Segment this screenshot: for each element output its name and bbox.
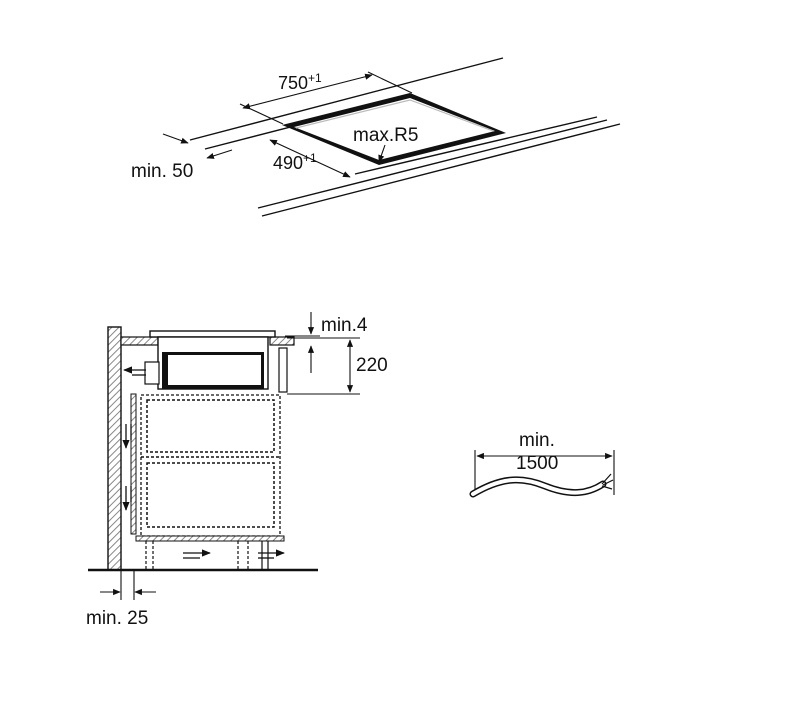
cable-wire-3 (601, 485, 613, 490)
section-view (88, 326, 318, 572)
airflow-arrow-icon (122, 424, 132, 449)
plinth-board (135, 535, 285, 542)
cabinet-back-panel (130, 393, 137, 535)
width-label: 750+1 (278, 71, 322, 93)
airflow-arrow-icon (122, 486, 132, 511)
cable-wire-1 (601, 473, 612, 485)
section-depth-label: 220 (356, 355, 388, 376)
cable-inner (471, 477, 605, 496)
airflow-arrows (122, 366, 285, 559)
countertop-lower-edge-1 (257, 119, 608, 209)
hob-body-lower-inner (168, 355, 261, 385)
wall-gap-label: min. 25 (86, 608, 148, 629)
cabinet-outline (140, 394, 281, 537)
dimension-lines-top (162, 71, 413, 178)
radius-leader (378, 144, 386, 163)
airflow-arrow-icon (258, 549, 285, 559)
dim-750-arrow (242, 73, 373, 110)
airflow-arrow-icon (183, 549, 211, 559)
corner-radius-label: max.R5 (353, 125, 418, 146)
hob-vent-left (144, 361, 160, 385)
wall (107, 326, 122, 571)
worktop-right (269, 336, 295, 346)
cutout-inner-shadow (295, 99, 494, 132)
cable-icon (469, 450, 615, 498)
drawer-upper (146, 399, 275, 453)
hob-side-panel-right (278, 347, 288, 393)
depth-label: 490+1 (273, 151, 317, 173)
dim-750-ext-right (367, 71, 413, 94)
cable-wire-2 (602, 479, 614, 486)
dim-50-arrow-right (206, 149, 233, 159)
dim-50-arrow-left (162, 133, 189, 144)
cable-length-label-line1: min. (519, 430, 555, 451)
cable-length-label-line2: 1500 (516, 453, 558, 474)
worktop-left (120, 336, 159, 346)
dim-490-arrow (269, 139, 351, 178)
dim-750-ext-left (239, 103, 284, 125)
clearance-label: min.4 (321, 315, 368, 336)
edge-distance-label: min. 50 (131, 161, 193, 182)
hob-glass (149, 330, 276, 338)
section-dimensions (100, 312, 360, 600)
countertop-lower-edge-2 (261, 123, 621, 217)
airflow-arrow-icon (123, 366, 146, 376)
countertop-front-edge-right (354, 116, 598, 175)
drawer-lower (146, 462, 275, 528)
